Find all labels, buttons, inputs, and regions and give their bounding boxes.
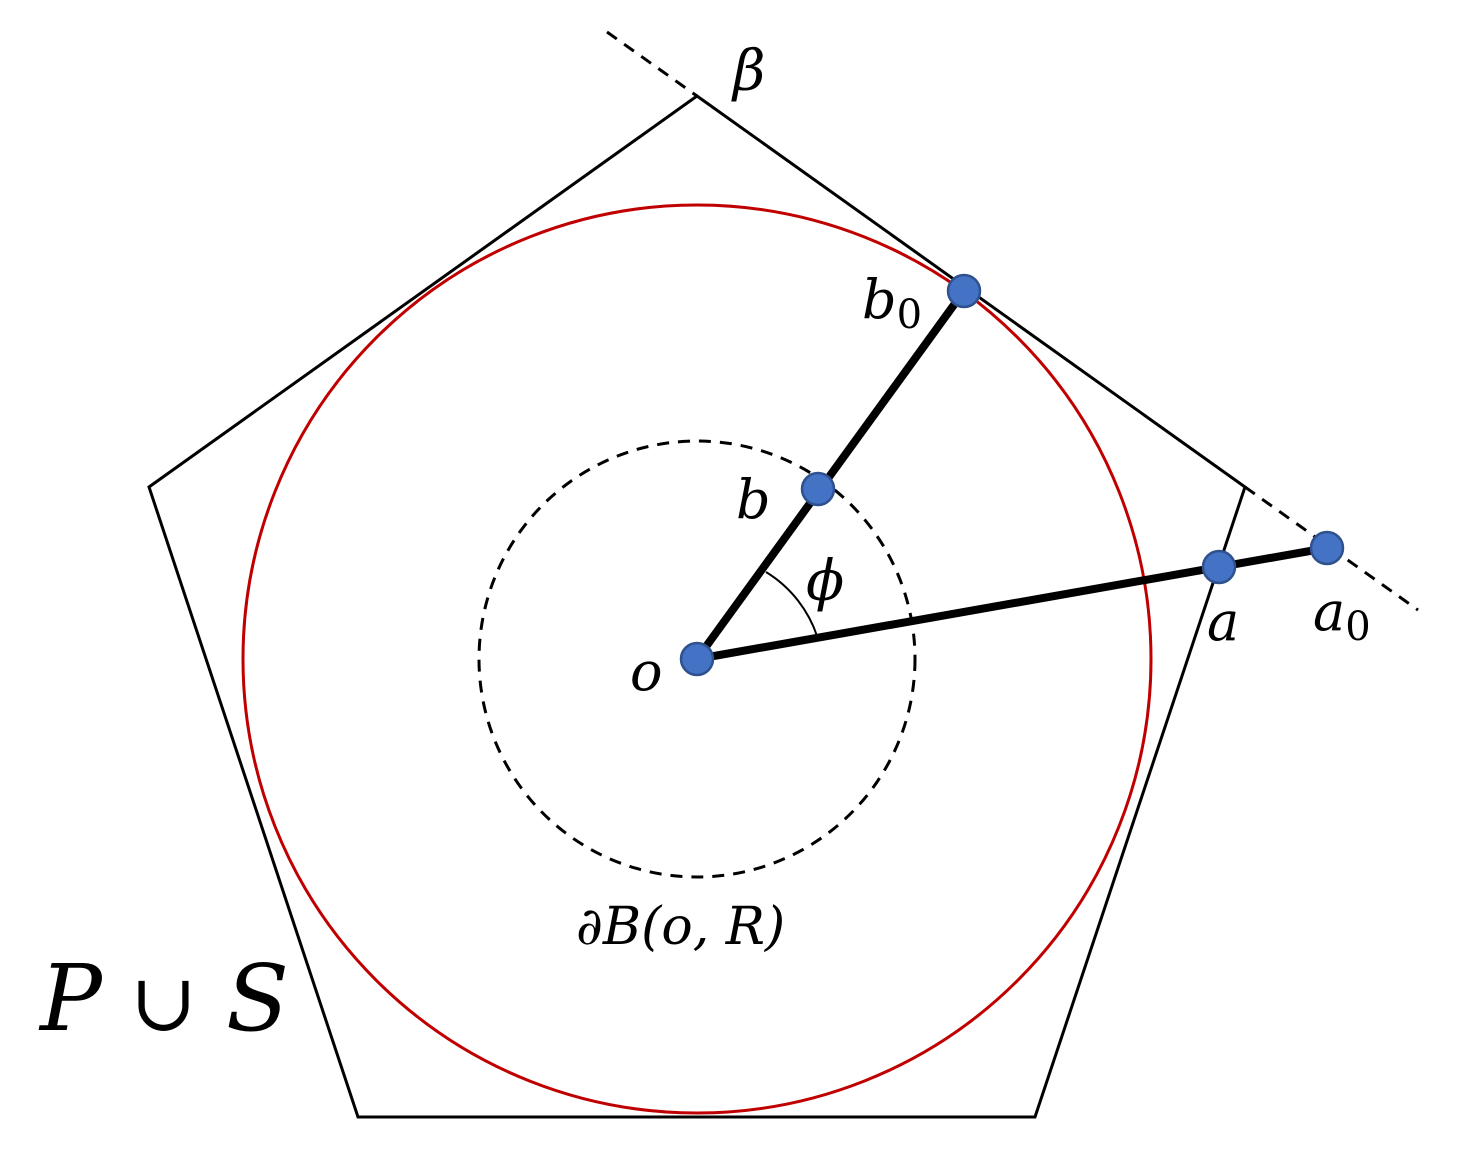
label-b0-subscript: 0 [897, 292, 922, 338]
label-union-symbol: ∪ [130, 956, 197, 1049]
point-b [800, 471, 836, 507]
segment-o-b0 [693, 288, 968, 662]
label-set-p: P [38, 945, 104, 1052]
label-set-s: S [226, 945, 289, 1052]
pentagon-p [147, 94, 1247, 1119]
point-b0 [946, 273, 982, 309]
label-a0: a0 [1313, 580, 1371, 650]
label-a: a [1207, 590, 1239, 653]
label-ball-boundary: ∂B(o, R) [576, 897, 785, 957]
label-a0-subscript: 0 [1345, 604, 1370, 650]
label-beta: β [731, 39, 765, 104]
point-o [679, 641, 715, 677]
angle-phi-arc [765, 571, 819, 640]
supporting-line-beta-extension-upper [606, 30, 698, 98]
ball-boundary-dashed [477, 439, 917, 879]
point-a0 [1309, 530, 1345, 566]
label-b0: b0 [862, 268, 922, 338]
label-phi: ϕ [806, 549, 844, 614]
label-b0-main: b [862, 268, 897, 331]
label-a0-main: a [1313, 580, 1345, 643]
label-o: o [630, 640, 663, 703]
circle-s [241, 203, 1153, 1115]
point-a [1201, 549, 1237, 585]
label-b: b [736, 468, 771, 531]
